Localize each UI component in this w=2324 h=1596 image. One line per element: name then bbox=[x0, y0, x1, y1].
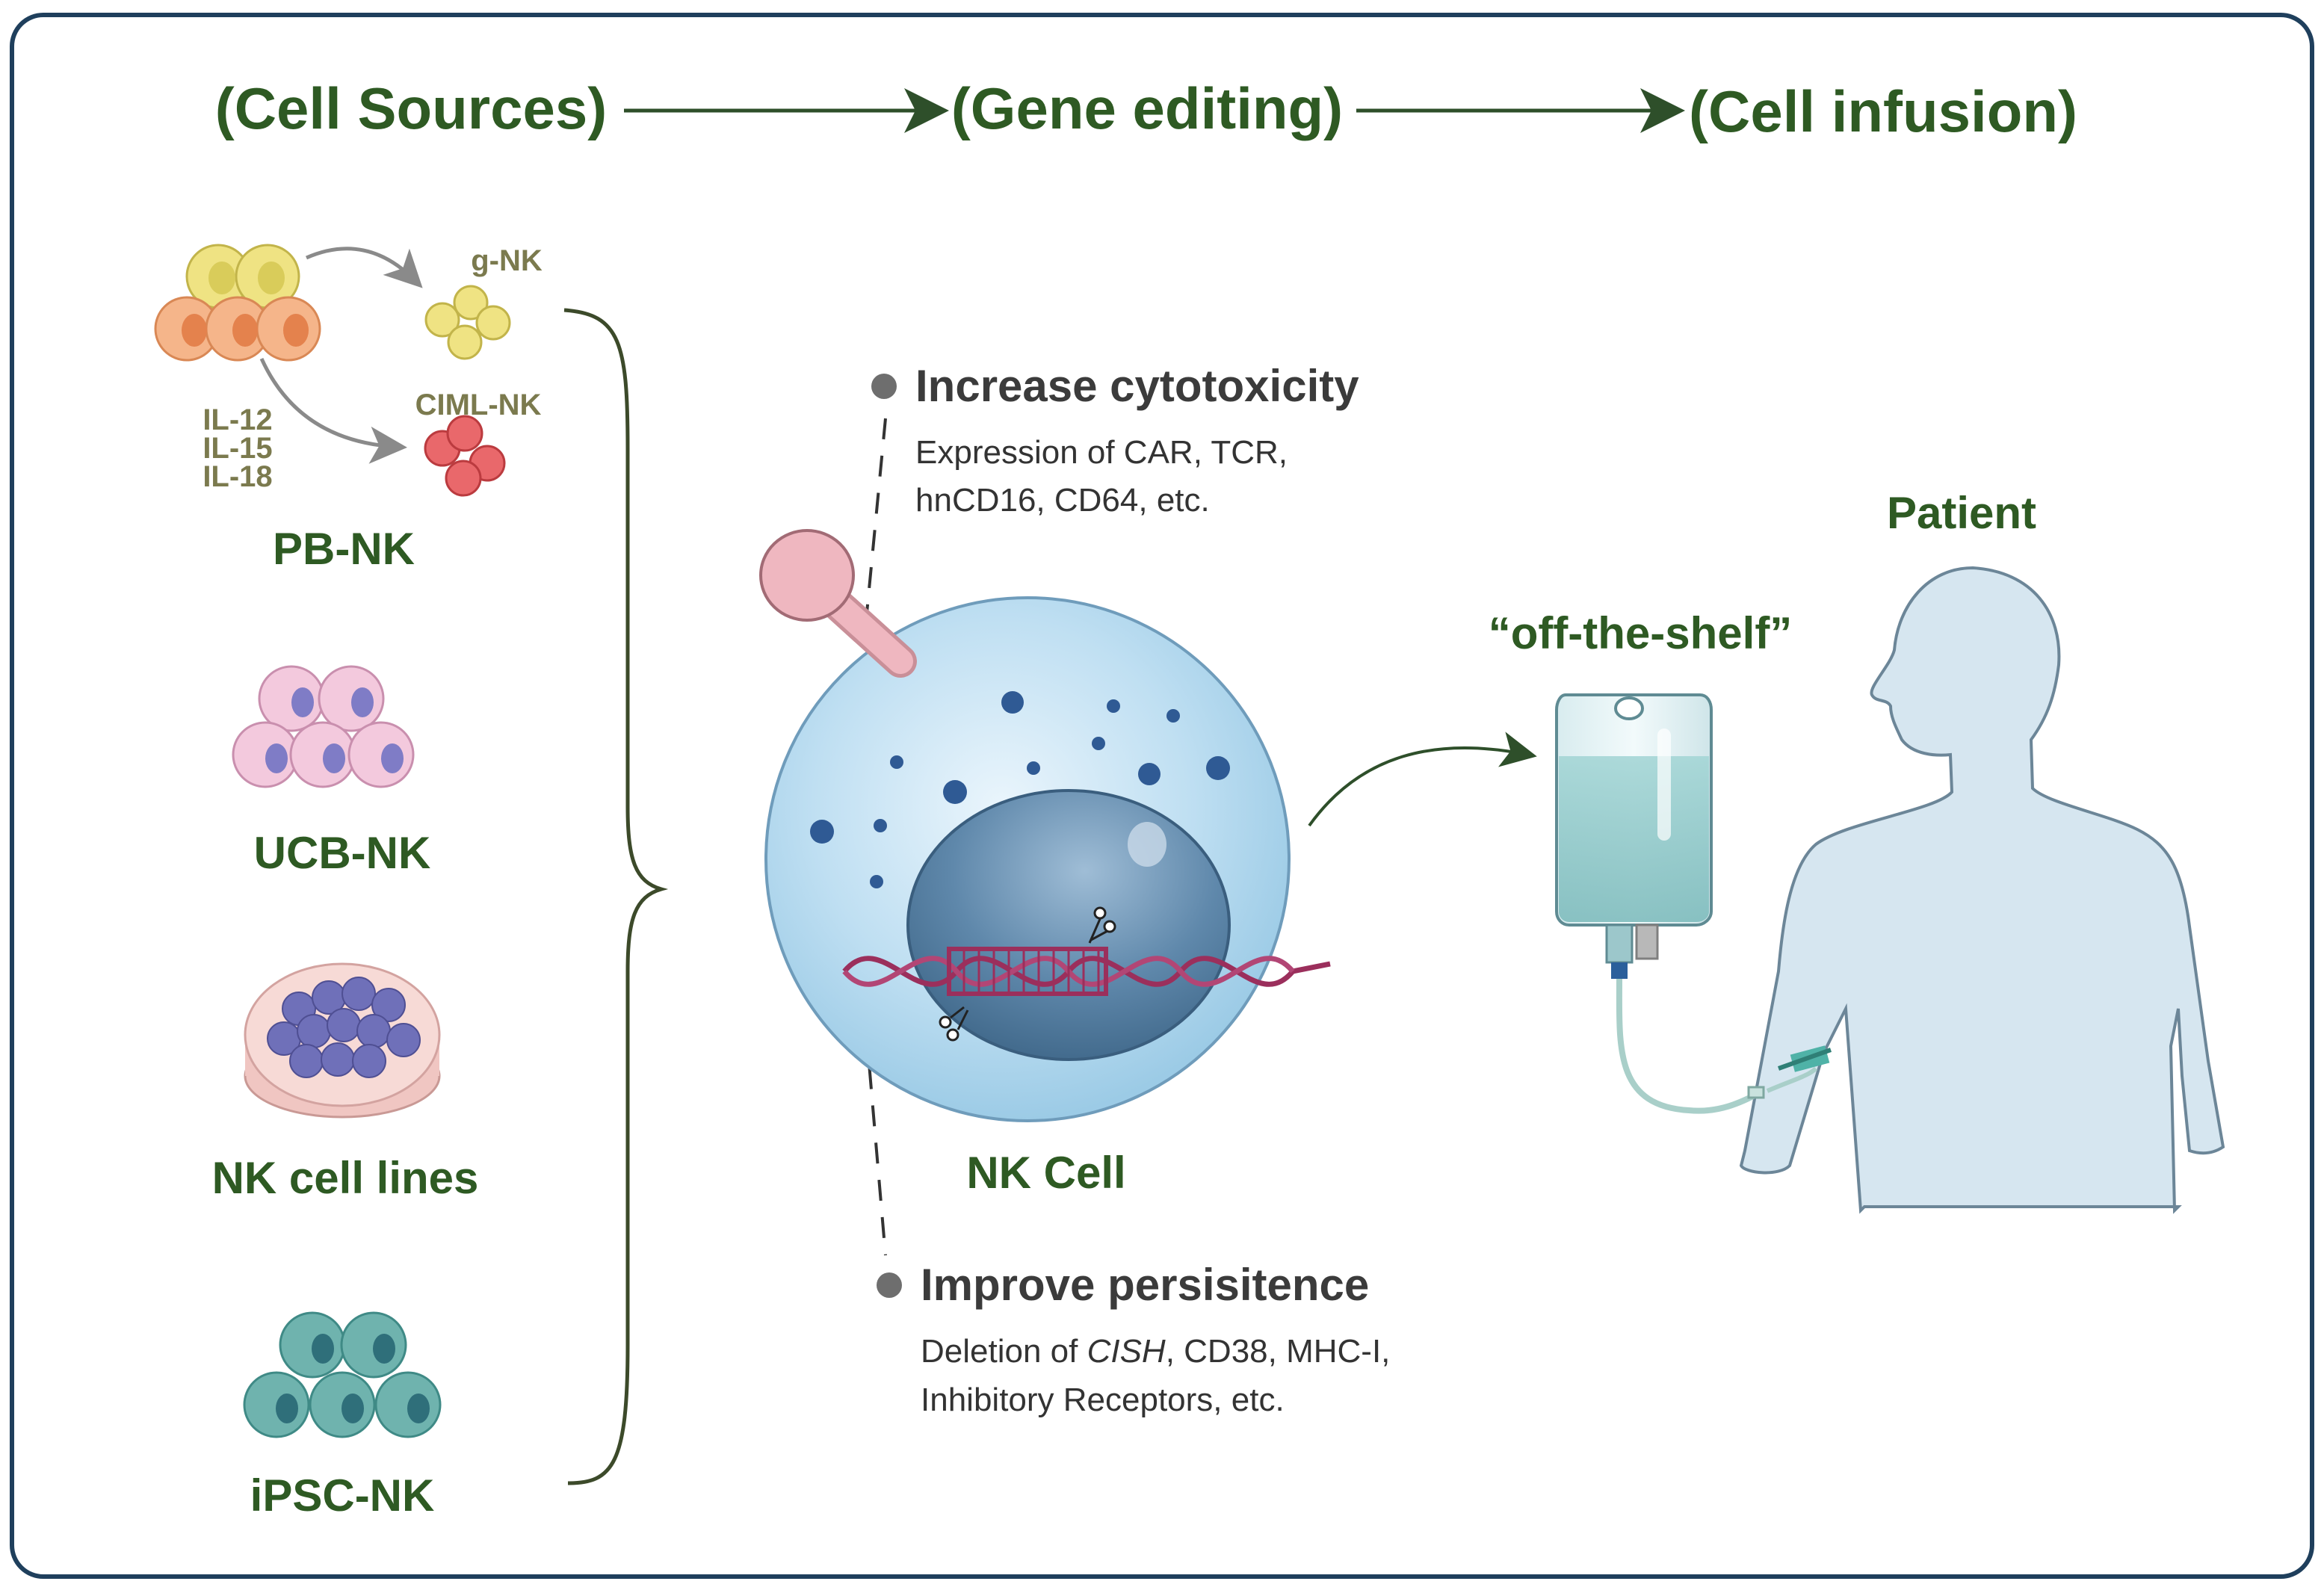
label-nk-cell-lines: NK cell lines bbox=[212, 1153, 479, 1203]
petri-dish bbox=[244, 962, 441, 1119]
text-persist-line2: Inhibitory Receptors, etc. bbox=[921, 1382, 1285, 1418]
pb-nk-cluster bbox=[154, 244, 321, 362]
patient-silhouette bbox=[1739, 566, 2225, 1214]
arrow-to-gnk bbox=[305, 247, 423, 288]
label-g-nk: g-NK bbox=[471, 244, 543, 277]
g-nk-cells bbox=[424, 285, 511, 360]
text-persist-prefix: Deletion of bbox=[921, 1333, 1087, 1370]
label-nk-cell: NK Cell bbox=[966, 1148, 1125, 1198]
label-ciml-nk: CIML-NK bbox=[415, 389, 542, 421]
ipsc-nk-cells bbox=[243, 1311, 442, 1438]
label-patient: Patient bbox=[1887, 488, 2036, 538]
text-persist-line1: Deletion of CISH, CD38, MHC-I, bbox=[921, 1333, 1390, 1370]
arrow-to-infusion bbox=[1308, 732, 1537, 827]
text-cyto-line2: hnCD16, CD64, etc. bbox=[915, 482, 1210, 519]
bullet-cytotoxicity bbox=[871, 374, 897, 399]
dashed-connector-top bbox=[865, 418, 887, 613]
nk-cell-illustration bbox=[759, 529, 1331, 1122]
ucb-nk-cells bbox=[232, 665, 415, 788]
bullet-persistence bbox=[877, 1272, 902, 1298]
label-pb-nk: PB-NK bbox=[273, 524, 415, 574]
label-ucb-nk: UCB-NK bbox=[254, 828, 431, 878]
text-persist-suffix: , CD38, MHC-I, bbox=[1166, 1333, 1391, 1370]
iv-bag bbox=[1555, 693, 1832, 1114]
label-il15: IL-15 bbox=[203, 432, 272, 465]
label-il18: IL-18 bbox=[203, 460, 272, 493]
heading-increase-cytotoxicity: Increase cytotoxicity bbox=[915, 361, 1359, 411]
label-off-the-shelf: “off-the-shelf” bbox=[1489, 608, 1793, 658]
text-cyto-line1: Expression of CAR, TCR, bbox=[915, 434, 1288, 471]
arrow-to-ciml bbox=[259, 357, 407, 464]
stage-title-cell-infusion: (Cell infusion) bbox=[1689, 78, 2077, 144]
stage-title-cell-sources: (Cell Sources) bbox=[215, 75, 607, 141]
heading-improve-persistence: Improve persisitence bbox=[921, 1260, 1369, 1310]
ciml-nk-cells bbox=[424, 415, 506, 497]
label-il12: IL-12 bbox=[203, 403, 272, 436]
label-ipsc-nk: iPSC-NK bbox=[250, 1470, 435, 1521]
text-persist-gene: CISH bbox=[1087, 1333, 1166, 1370]
stage-title-gene-editing: (Gene editing) bbox=[951, 75, 1343, 141]
grouping-brace bbox=[563, 308, 669, 1485]
